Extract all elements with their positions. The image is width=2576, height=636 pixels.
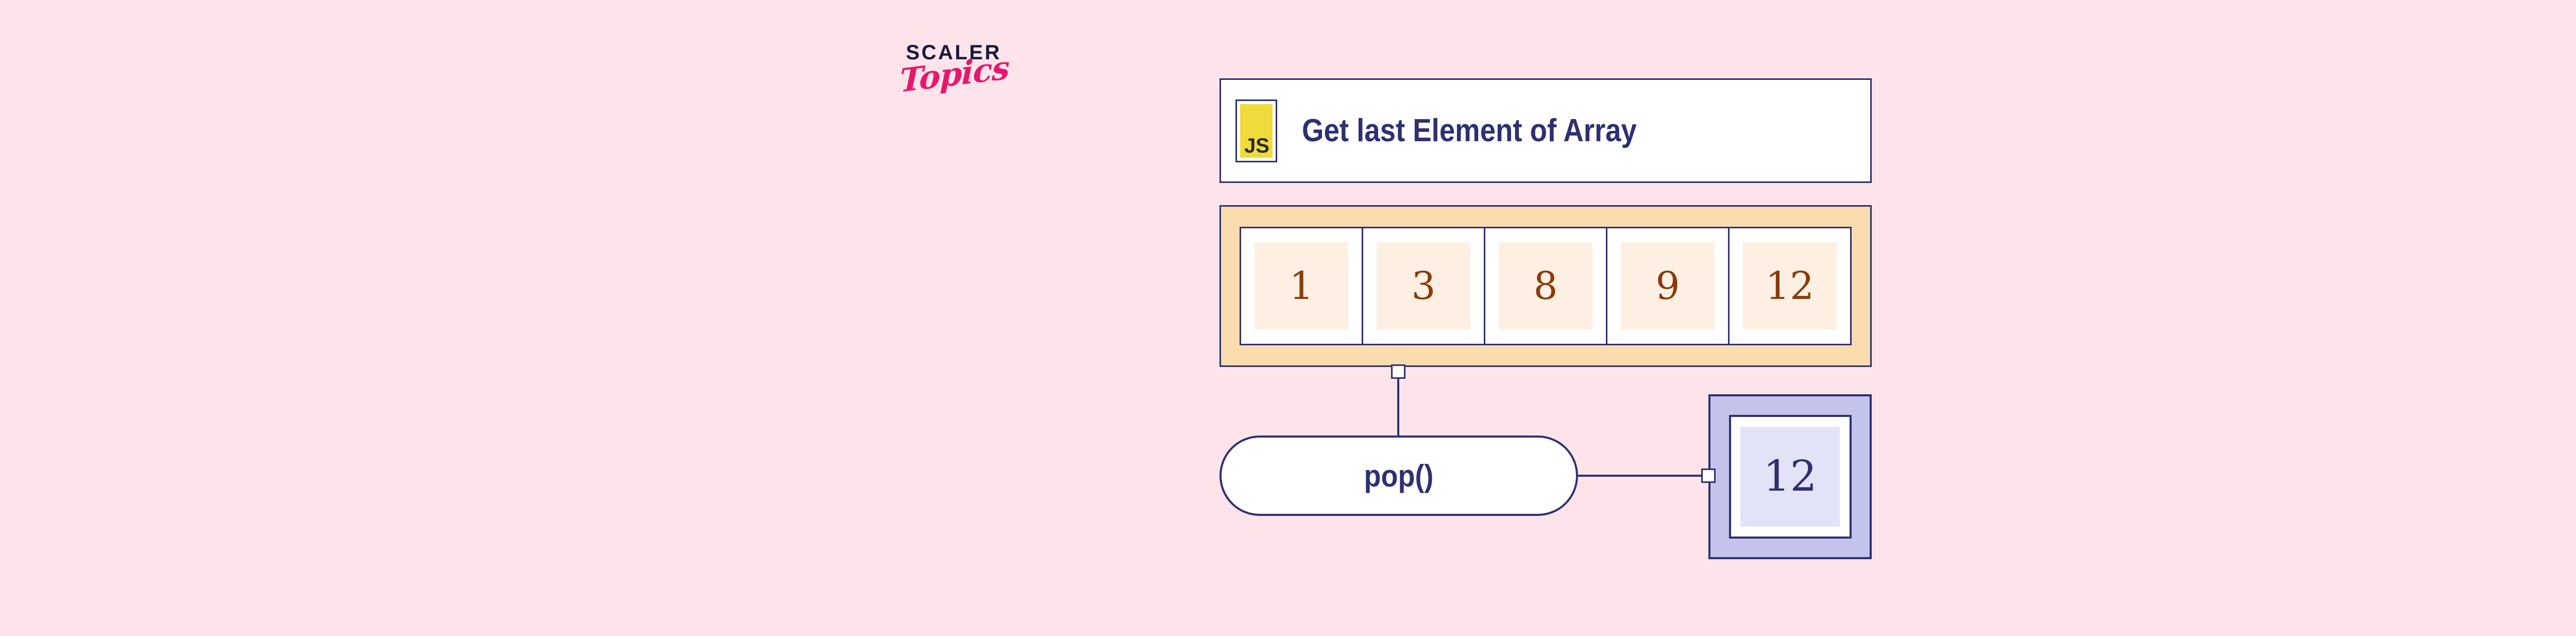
js-badge-square: JS <box>1240 104 1273 158</box>
page-title: Get last Element of Array <box>1302 113 1637 148</box>
array-cell: 8 <box>1485 228 1607 344</box>
result-value: 12 <box>1763 452 1817 501</box>
title-bar: JS Get last Element of Array <box>1219 78 1872 183</box>
array-cell-value: 3 <box>1411 263 1436 308</box>
array-cell: 3 <box>1363 228 1485 344</box>
array-cell-value: 8 <box>1533 263 1558 308</box>
array-cell-inner: 8 <box>1498 242 1593 330</box>
array-cell-value: 9 <box>1655 263 1680 308</box>
array-cell: 1 <box>1241 228 1363 344</box>
array-cell-inner: 1 <box>1254 242 1349 330</box>
result-cell: 12 <box>1740 426 1840 527</box>
array-cell-inner: 9 <box>1620 242 1715 330</box>
javascript-logo-icon: JS <box>1235 99 1277 162</box>
array-cell-row: 1 3 8 9 12 <box>1240 227 1852 345</box>
connector-port-result <box>1701 468 1716 483</box>
array-cell: 12 <box>1730 228 1850 344</box>
result-box: 12 <box>1708 394 1872 559</box>
array-cell-value: 12 <box>1765 263 1815 308</box>
method-pop-label: pop() <box>1364 458 1434 493</box>
connector-line-array-to-method <box>1397 379 1399 437</box>
logo-scaler-text: SCALER <box>906 41 1002 64</box>
connector-line-method-to-result <box>1577 475 1708 477</box>
connector-port-array <box>1391 364 1405 379</box>
array-cell-inner: 12 <box>1742 242 1837 330</box>
array-cell-inner: 3 <box>1376 242 1471 330</box>
method-pop-node: pop() <box>1219 436 1578 516</box>
result-frame: 12 <box>1728 415 1852 539</box>
scaler-topics-logo: SCALER Topics <box>893 42 1032 132</box>
array-cell: 9 <box>1607 228 1730 344</box>
js-badge-label: JS <box>1244 134 1269 157</box>
array-cell-value: 1 <box>1289 263 1314 308</box>
array-container: 1 3 8 9 12 <box>1219 205 1872 367</box>
